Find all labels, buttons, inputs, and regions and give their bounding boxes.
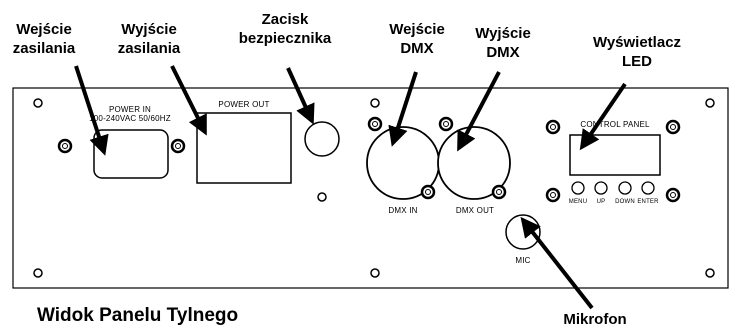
control-buttons xyxy=(571,181,655,195)
label-dmx-out: DMX OUT xyxy=(455,206,495,215)
callout-arrows xyxy=(74,65,627,310)
label-mic: MIC xyxy=(515,256,531,265)
label-power-in: POWER IN 100-240VAC 50/60HZ xyxy=(89,105,171,123)
fuse-holder xyxy=(304,121,340,157)
label-control-panel: CONTROL PANEL xyxy=(580,120,650,129)
footer-title: Widok Panelu Tylnego xyxy=(37,305,239,326)
power-out-socket xyxy=(196,112,292,184)
dmx-out-connector xyxy=(437,116,511,200)
label-dmx-in: DMX IN xyxy=(388,206,418,215)
callout-dmx-out: Wyjście DMX xyxy=(475,25,531,61)
button-label-up: UP xyxy=(596,199,606,205)
button-label-menu: MENU xyxy=(568,199,588,205)
callout-dmx-in: Wejście DMX xyxy=(389,21,445,57)
control-panel xyxy=(545,119,681,203)
callout-fuse: Zacisk bezpiecznika xyxy=(238,11,332,47)
button-label-down: DOWN xyxy=(615,199,635,205)
label-power-out: POWER OUT xyxy=(218,100,270,109)
callout-led-display: Wyświetlacz LED xyxy=(592,34,682,70)
led-display xyxy=(569,134,661,176)
callout-power-in: Wejście zasilania xyxy=(12,21,76,57)
callout-power-out: Wyjście zasilania xyxy=(117,21,181,57)
dmx-in-connector xyxy=(366,116,440,200)
callout-microphone: Mikrofon xyxy=(563,311,627,328)
power-in-socket xyxy=(57,129,186,179)
mounting-holes xyxy=(33,98,715,278)
button-label-enter: ENTER xyxy=(637,199,659,205)
